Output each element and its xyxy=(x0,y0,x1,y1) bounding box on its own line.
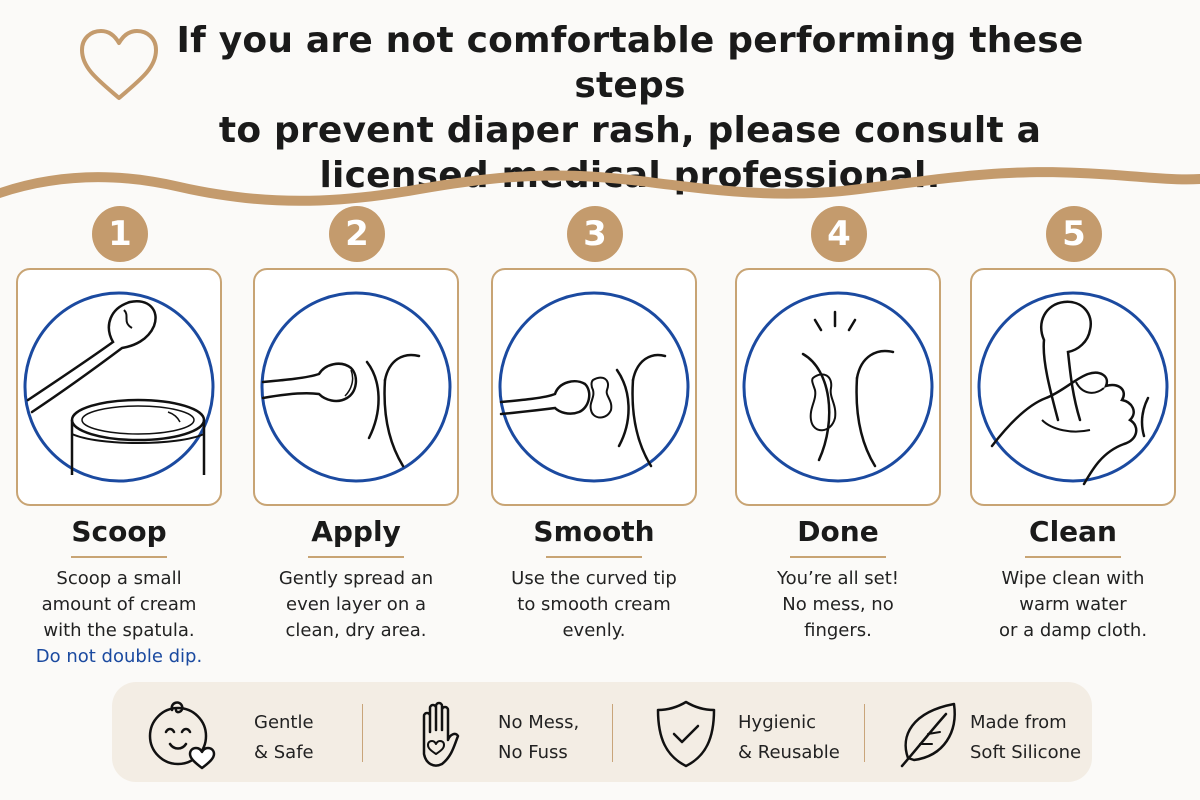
desc-note: Do not double dip. xyxy=(35,646,203,667)
desc-line: clean, dry area. xyxy=(285,620,427,641)
step-title: Apply xyxy=(311,515,401,548)
title-underline xyxy=(546,556,642,558)
headline-line-1: If you are not comfortable performing th… xyxy=(176,20,1084,106)
desc-line: warm water xyxy=(1019,594,1127,615)
step-number-badge: 3 xyxy=(567,206,623,262)
scoop-jar-icon xyxy=(23,291,215,483)
feature-line-1: No Mess, xyxy=(498,712,580,733)
step-description: Use the curved tip to smooth cream evenl… xyxy=(481,566,707,644)
desc-line: Wipe clean with xyxy=(1001,568,1145,589)
feature-line-2: & Safe xyxy=(254,742,314,763)
step-number-badge: 4 xyxy=(811,206,867,262)
step-title: Clean xyxy=(1029,515,1117,548)
heart-outline-icon xyxy=(80,29,158,100)
desc-line: or a damp cloth. xyxy=(998,620,1148,641)
smooth-cream-icon xyxy=(498,291,690,483)
title-underline xyxy=(308,556,404,558)
step-description: You’re all set! No mess, no fingers. xyxy=(725,566,951,644)
desc-line: even layer on a xyxy=(286,594,426,615)
step-illustration-card xyxy=(970,268,1176,506)
step-4: 4 Done You’re all set! No mess, no finge… xyxy=(735,200,945,670)
desc-line: evenly. xyxy=(562,620,626,641)
step-title: Smooth xyxy=(533,515,655,548)
hand-heart-icon xyxy=(422,701,460,767)
desc-line: amount of cream xyxy=(41,594,197,615)
step-number-badge: 2 xyxy=(329,206,385,262)
feature-label: No Mess, No Fuss xyxy=(498,708,579,768)
desc-line: Gently spread an xyxy=(278,568,434,589)
feature-line-2: Soft Silicone xyxy=(970,742,1082,763)
desc-line: Scoop a small xyxy=(56,568,182,589)
desc-line: with the spatula. xyxy=(43,620,195,641)
desc-line: fingers. xyxy=(804,620,872,641)
feature-line-1: Gentle xyxy=(254,712,314,733)
step-illustration-card xyxy=(253,268,459,506)
step-number-badge: 5 xyxy=(1046,206,1102,262)
step-title: Done xyxy=(797,515,879,548)
shield-check-icon xyxy=(656,700,716,768)
step-description: Scoop a small amount of cream with the s… xyxy=(6,566,232,670)
title-underline xyxy=(790,556,886,558)
feature-label: Gentle & Safe xyxy=(254,708,314,768)
desc-line: to smooth cream xyxy=(517,594,671,615)
feature-divider xyxy=(864,704,865,762)
wave-divider xyxy=(0,167,1200,206)
feature-divider xyxy=(362,704,363,762)
feature-label: Hygienic & Reusable xyxy=(738,708,840,768)
step-description: Gently spread an even layer on a clean, … xyxy=(243,566,469,644)
apply-spatula-icon xyxy=(260,291,452,483)
feature-line-1: Hygienic xyxy=(738,712,816,733)
feature-line-2: No Fuss xyxy=(498,742,568,763)
feature-label: Made from Soft Silicone xyxy=(970,708,1081,768)
step-5: 5 Clean Wipe clean with warm water or a … xyxy=(970,200,1180,670)
feature-line-1: Made from xyxy=(970,712,1067,733)
baby-face-icon xyxy=(148,701,216,770)
steps-row: 1 Scoop Scoop a small amount of cream wi… xyxy=(0,200,1200,670)
done-sparkle-icon xyxy=(742,291,934,483)
step-description: Wipe clean with warm water or a damp clo… xyxy=(960,566,1186,644)
feature-divider xyxy=(612,704,613,762)
desc-line: You’re all set! xyxy=(776,568,900,589)
header: If you are not comfortable performing th… xyxy=(0,0,1200,196)
step-illustration-card xyxy=(16,268,222,506)
title-underline xyxy=(71,556,167,558)
step-title: Scoop xyxy=(71,515,167,548)
step-illustration-card xyxy=(491,268,697,506)
title-underline xyxy=(1025,556,1121,558)
clean-wipe-icon xyxy=(977,291,1169,486)
desc-line: Use the curved tip xyxy=(511,568,677,589)
step-3: 3 Smooth Use the curved tip to smooth cr… xyxy=(491,200,701,670)
step-number-badge: 1 xyxy=(92,206,148,262)
step-illustration-card xyxy=(735,268,941,506)
leaf-icon xyxy=(900,702,956,768)
headline-line-2: to prevent diaper rash, please consult a xyxy=(218,110,1042,151)
features-panel: Gentle & Safe No Mess, No Fuss Hygienic … xyxy=(112,682,1092,782)
desc-line: No mess, no xyxy=(782,594,894,615)
step-2: 2 Apply Gently spread an even layer on a… xyxy=(253,200,463,670)
feature-line-2: & Reusable xyxy=(738,742,840,763)
step-1: 1 Scoop Scoop a small amount of cream wi… xyxy=(16,200,226,670)
